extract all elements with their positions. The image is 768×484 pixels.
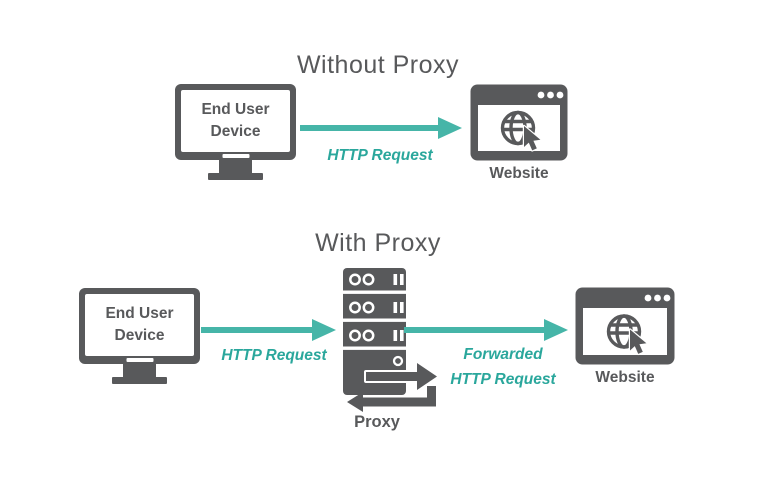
http-request-arrow-icon — [300, 117, 462, 139]
device-label-line1: End User — [105, 305, 174, 322]
section-without-proxy: Without Proxy End User Device HTTP Reque… — [0, 0, 768, 215]
browser-window-icon — [575, 287, 675, 365]
device-label-line2: Device — [210, 123, 261, 140]
end-user-device-icon: End User Device — [79, 288, 200, 384]
cursor-icon — [522, 124, 542, 152]
monitor-stand-neck — [123, 364, 156, 377]
monitor-notch — [126, 357, 153, 362]
monitor-stand-neck — [219, 160, 252, 173]
forwarded-label-line2: HTTP Request — [450, 371, 556, 388]
monitor-stand-base — [112, 377, 167, 384]
forwarded-http-request-label: Forwarded HTTP Request — [423, 342, 583, 392]
proxy-label: Proxy — [354, 413, 400, 431]
browser-window-icon — [470, 84, 568, 161]
section-title-without-proxy: Without Proxy — [296, 51, 460, 79]
monitor-screen: End User Device — [85, 294, 194, 356]
http-request-label: HTTP Request — [221, 347, 327, 364]
device-label-line2: Device — [114, 327, 165, 344]
monitor-frame: End User Device — [175, 84, 296, 160]
http-request-label: HTTP Request — [327, 147, 433, 164]
forwarded-label-line1: Forwarded — [463, 346, 543, 363]
end-user-device-icon: End User Device — [175, 84, 296, 180]
proxy-forward-arrow-icon — [364, 361, 439, 392]
cursor-icon — [628, 328, 648, 356]
section-with-proxy: With Proxy End User Device HTTP Request — [0, 215, 768, 484]
monitor-stand-base — [208, 173, 263, 180]
website-label: Website — [595, 369, 655, 386]
monitor-notch — [222, 153, 249, 158]
proxy-return-arrow-icon — [362, 386, 436, 407]
forwarded-request-arrow-icon — [404, 319, 568, 341]
website-label: Website — [489, 165, 549, 182]
http-request-arrow-icon — [201, 319, 336, 341]
monitor-screen: End User Device — [181, 90, 290, 152]
section-title-with-proxy: With Proxy — [315, 229, 441, 257]
proxy-server-icon — [343, 268, 439, 412]
globe-icon — [606, 314, 642, 349]
website-icon: Website — [470, 84, 568, 183]
device-label-line1: End User — [201, 101, 270, 118]
website-icon: Website — [575, 287, 675, 387]
monitor-frame: End User Device — [79, 288, 200, 364]
